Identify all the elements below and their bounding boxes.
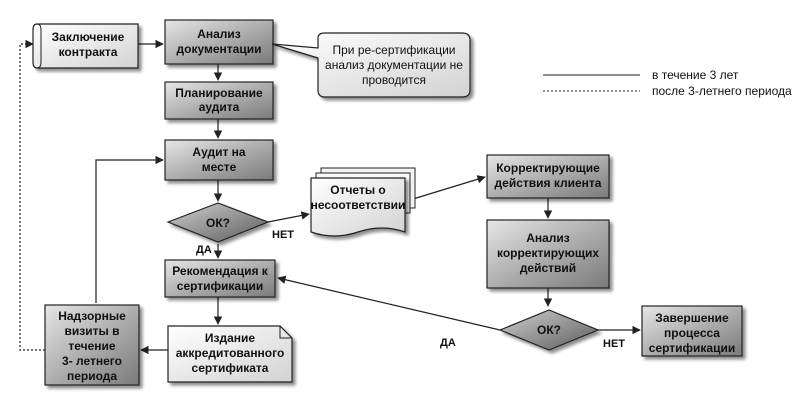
arrow-ok-to-reports <box>267 211 310 223</box>
node-doc-analysis-line-2: документации <box>177 42 262 56</box>
decision-ok-1-label: ОК? <box>206 216 230 230</box>
node-completion-line-2: процесса <box>664 326 720 340</box>
arrow-ok2-to-recommendation <box>277 275 501 331</box>
node-audit-planning-line-2: аудита <box>199 100 240 114</box>
node-corrective-analysis: Анализ корректирующих действий <box>486 219 610 289</box>
edge-label-yes-1: ДА <box>196 244 212 256</box>
callout-line-3: проводится <box>362 73 426 87</box>
node-certificate-issue-line-1: Издание <box>205 331 256 345</box>
node-client-corrective-line-1: Корректирующие <box>496 161 600 175</box>
node-audit-planning: Планирование аудита <box>164 81 274 120</box>
node-surveillance-line-5: периода <box>67 369 117 383</box>
node-surveillance-line-4: 3- летнего <box>62 354 122 368</box>
legend-solid-label: в течение 3 лет <box>652 68 739 82</box>
node-certificate-issue: Издание аккредитованного сертификата <box>167 325 293 383</box>
arrow-surveillance-to-audit <box>95 155 164 303</box>
node-certificate-issue-line-3: сертификата <box>192 361 269 375</box>
node-onsite-audit: Аудит на месте <box>164 139 274 181</box>
node-doc-analysis-line-1: Анализ <box>197 27 241 41</box>
arrow-surveillance-to-contract-dotted <box>19 39 45 351</box>
node-contract-line-1: Заключение <box>52 30 125 44</box>
edge-label-no-1: НЕТ <box>272 229 294 241</box>
node-contract: Заключение контракта <box>32 23 139 69</box>
node-recommendation-line-2: сертификации <box>177 279 263 293</box>
legend-dotted-label: после 3-летнего периода <box>652 84 792 98</box>
node-corrective-analysis-line-2: корректирующих <box>497 246 599 260</box>
node-surveillance-line-1: Надзорные <box>58 309 126 323</box>
node-contract-line-2: контракта <box>59 45 118 59</box>
callout-line-1: При ре-сертификации <box>332 43 455 57</box>
node-corrective-analysis-line-3: действий <box>520 261 576 275</box>
node-client-corrective-line-2: действия клиента <box>495 176 602 190</box>
node-onsite-audit-line-1: Аудит на <box>192 145 245 159</box>
legend: в течение 3 лет после 3-летнего периода <box>543 68 792 98</box>
node-nonconformity-reports-line-1: Отчеты о <box>330 183 385 197</box>
connectors <box>19 39 641 355</box>
node-certificate-issue-line-2: аккредитованного <box>176 346 285 360</box>
node-recommendation-line-1: Рекомендация к <box>172 264 269 278</box>
node-onsite-audit-line-2: месте <box>202 160 237 174</box>
decision-ok-1: ОК? <box>166 202 270 243</box>
node-doc-analysis: Анализ документации <box>164 19 274 65</box>
node-client-corrective: Корректирующие действия клиента <box>486 154 610 199</box>
arrow-reports-to-client <box>412 175 486 200</box>
decision-ok-2-label: ОК? <box>537 323 561 337</box>
node-nonconformity-reports-line-2: несоответствии <box>311 198 406 212</box>
node-completion-line-1: Завершение <box>655 311 729 325</box>
edge-label-yes-2: ДА <box>440 337 456 349</box>
callout-line-2: анализ документации не <box>325 58 463 72</box>
node-surveillance: Надзорные визиты в течение 3- летнего пе… <box>44 304 140 386</box>
node-completion: Завершение процесса сертификации <box>641 305 743 357</box>
node-nonconformity-reports: Отчеты о несоответствии <box>310 167 416 237</box>
edge-label-no-2: НЕТ <box>603 338 625 350</box>
node-completion-line-3: сертификации <box>649 341 735 355</box>
node-surveillance-line-3: течение <box>68 339 116 353</box>
node-corrective-analysis-line-1: Анализ <box>526 231 570 245</box>
node-recommendation: Рекомендация к сертификации <box>164 259 276 298</box>
callout-recertification: При ре-сертификации анализ документации … <box>271 32 471 98</box>
node-surveillance-line-2: визиты в <box>65 324 120 338</box>
decision-ok-2: ОК? <box>498 309 600 351</box>
node-audit-planning-line-1: Планирование <box>175 86 263 100</box>
